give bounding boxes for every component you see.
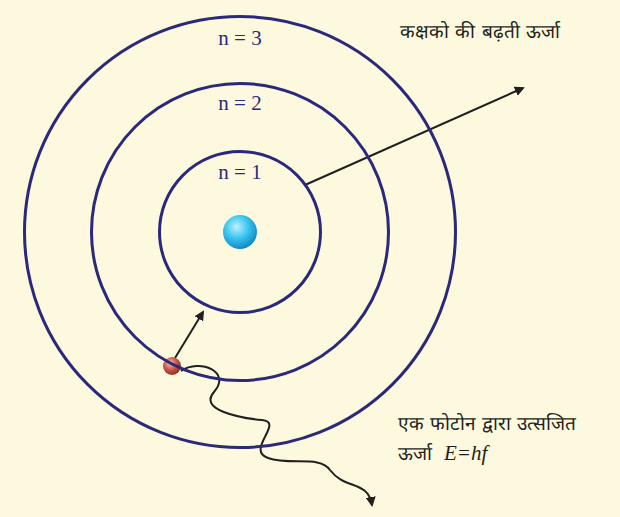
orbit-ring: [23, 15, 457, 449]
orbit-ring: [90, 82, 390, 382]
label-group: एक फोटोन द्वारा उत्सजित ऊर्जा E=hf: [398, 408, 603, 468]
formula: E=hf: [444, 441, 487, 465]
orbit-number: n = 3: [218, 26, 261, 51]
orbit-circle: n = 2 n = 1: [90, 82, 390, 382]
label-group: कक्षको की बढ़ती ऊर्जा: [395, 16, 565, 46]
transition-arrow: [175, 312, 203, 358]
orbit-number: n = 2: [218, 91, 261, 116]
orbit-number: n = 1: [218, 160, 261, 185]
nucleus: [223, 215, 257, 249]
orbit-circle: n = 3 n = 2 n = 1: [23, 15, 457, 449]
orbit-circle: n = 1: [158, 150, 322, 314]
energy-label: कक्षको की बढ़ती ऊर्जा: [400, 20, 559, 42]
photon-wave: [181, 366, 372, 505]
photon-label: एक फोटोन द्वारा उत्सजित ऊर्जा: [398, 412, 576, 464]
